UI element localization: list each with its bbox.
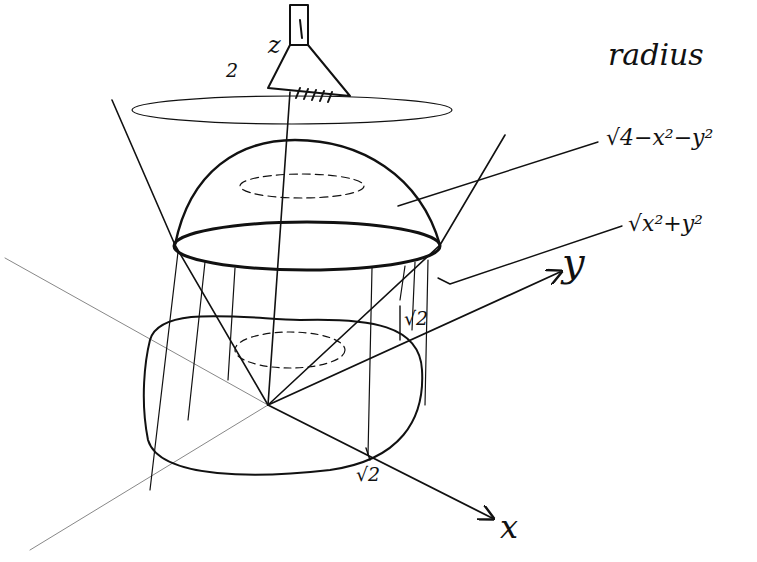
- tick: [399, 306, 400, 340]
- dimension-label: √2: [404, 308, 428, 329]
- y-axis: [268, 272, 560, 405]
- height-label: 2: [226, 60, 238, 81]
- dimension-label: √2: [356, 464, 380, 485]
- x-axis: [268, 405, 492, 518]
- top-ellipse: [132, 96, 452, 124]
- note-text: radius: [608, 38, 704, 71]
- inner-ellipse: [240, 174, 364, 198]
- z-axis: [268, 92, 290, 405]
- tick: [366, 448, 370, 460]
- rim-ellipse: [174, 222, 440, 270]
- projection-lines: [150, 252, 428, 490]
- axis-label: z: [268, 32, 281, 58]
- axis-label: y: [562, 240, 585, 284]
- lamp-sketch: [268, 5, 350, 102]
- leader-lines: [398, 142, 622, 284]
- function-label: √4−x²−y²: [606, 126, 713, 150]
- negative-axes: [5, 258, 268, 550]
- function-label: √x²+y²: [628, 212, 703, 236]
- axis-label: x: [500, 510, 518, 545]
- base-inner-ellipse: [235, 332, 345, 368]
- cone-lines: [112, 100, 505, 405]
- base-region: [144, 316, 422, 475]
